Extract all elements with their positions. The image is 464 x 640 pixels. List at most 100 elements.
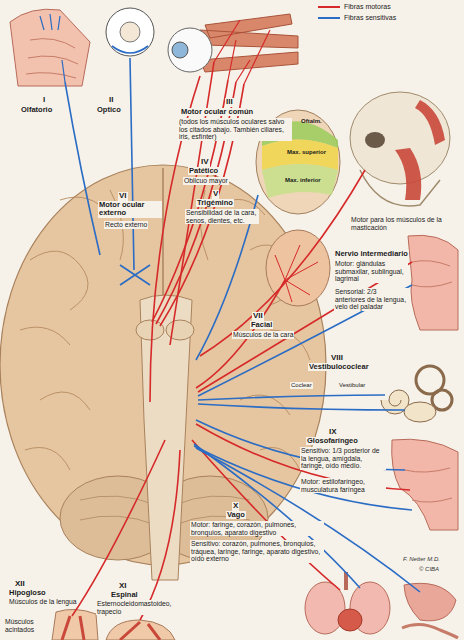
nasal-cavity-part — [10, 9, 90, 86]
inner-ear-part — [432, 390, 452, 410]
nerve-function: Motor para los músculos de la masticació… — [350, 216, 452, 231]
nerve-number: IX — [328, 428, 338, 437]
nerve-name: Optico — [96, 106, 122, 114]
nerve-number: II — [108, 96, 114, 105]
nerve-name: Motor ocular externo — [98, 201, 162, 218]
neck-muscles-part — [52, 609, 98, 640]
region-label: Músculos acintados — [4, 618, 50, 633]
eye-part — [120, 22, 140, 42]
eye-part — [112, 46, 148, 53]
nerve-fibers-part — [198, 395, 405, 410]
nerve-number: VII — [252, 312, 264, 321]
nerve-function: Músculos de la lengua — [8, 598, 78, 606]
nerve-name: Olfatorio — [20, 106, 53, 114]
legend-text: Fibras sensitivas — [344, 14, 396, 22]
brain-part — [166, 320, 194, 340]
nerve-function: Motor: faringe, corazón, pulmones, bronq… — [190, 521, 324, 536]
signature: © CIBA — [418, 566, 440, 573]
thorax-organs-part — [404, 583, 456, 621]
thorax-organs-part — [338, 609, 362, 631]
nerve-name: Nervio intermediario — [334, 250, 409, 258]
nerve-name: Hipogloso — [8, 589, 47, 597]
nerve-fibers-part — [72, 440, 165, 616]
nerve-number: I — [42, 96, 46, 105]
nerve-function: Motor: glándulas submaxilar, sublingual,… — [334, 260, 408, 283]
nerve-name: Facial — [250, 321, 273, 329]
skull-part — [360, 170, 440, 206]
nerve-function: Sensibilidad de la cara, senos, dientes,… — [185, 209, 259, 224]
pharynx-part — [392, 439, 458, 530]
nerve-function: Oblicuo mayor — [183, 177, 229, 185]
nerve-fibers-part — [196, 448, 420, 592]
line-sample — [318, 6, 340, 8]
nerve-number: X — [232, 502, 239, 511]
skull-part — [395, 100, 445, 200]
nerve-name: Motor ocular común — [180, 108, 254, 116]
nerve-fibers-part — [198, 285, 412, 396]
nerve-fibers-part — [130, 58, 134, 270]
oral-cavity-part — [412, 261, 452, 287]
nerve-fibers-part — [120, 265, 150, 285]
nerve-fibers-part — [194, 446, 412, 510]
nasal-cavity — [10, 9, 90, 86]
nerve-name: Trigémino — [196, 199, 234, 207]
nerve-fibers — [65, 58, 420, 620]
pharynx — [392, 439, 458, 530]
nasal-cavity-part — [40, 14, 65, 82]
legend-item: Fibras sensitivas — [318, 14, 396, 22]
nerve-function: (todos los músculos oculares salvo los c… — [178, 118, 292, 141]
eye — [106, 8, 154, 56]
inner-ear — [381, 366, 452, 422]
pharynx-part — [405, 468, 452, 502]
nerve-function: Sensorial: 2/3 anteriores de la lengua, … — [334, 288, 408, 311]
nerve-name: Patético — [188, 167, 219, 175]
signature: F. Netter M.D. — [402, 556, 441, 563]
oral-cavity-part — [408, 235, 458, 330]
nerve-number: VIII — [330, 354, 344, 363]
inner-ear-part — [404, 402, 436, 422]
branch-label: Coclear — [290, 382, 313, 389]
face-part — [275, 245, 318, 302]
nerve-function: Esternocleidomastoideo, trapecio — [96, 600, 190, 615]
branch-label: Vestibular — [338, 382, 366, 389]
nerve-number: III — [225, 98, 234, 107]
oral-cavity — [408, 235, 458, 330]
nerve-function: Sensitivo: corazón, pulmones, bronquios,… — [190, 540, 324, 563]
thorax-organs-part — [402, 624, 458, 638]
line-sample — [318, 17, 340, 19]
trigeminal-head-part — [262, 164, 338, 198]
nerve-number: IV — [200, 158, 210, 167]
nerve-name: Espinal — [110, 591, 139, 599]
nerve-number: VI — [118, 192, 128, 201]
nerve-function: Motor: estilofaríngeo, musculatura farín… — [300, 478, 386, 493]
nerve-fibers-part — [152, 80, 244, 326]
nerve-number: XII — [14, 580, 26, 589]
skull-part — [365, 132, 385, 148]
nerve-function: Recto externo — [104, 221, 148, 229]
nerve-fibers-part — [65, 82, 100, 255]
nerve-function: Músculos de la cara — [232, 331, 294, 339]
region-label: Max. superior — [286, 149, 327, 156]
region-label: Oftalm. — [300, 118, 323, 125]
orbit-muscles-part — [168, 28, 212, 72]
nerve-name: Vago — [226, 511, 246, 519]
orbit-muscles — [168, 14, 298, 84]
nerve-name: Vestibulococlear — [308, 363, 370, 371]
nasal-cavity-part — [26, 39, 78, 78]
neck-muscles-part — [62, 616, 84, 640]
region-label: Max. inferior — [284, 177, 322, 184]
neck-muscles-part — [106, 620, 175, 640]
nerve-number: V — [212, 190, 219, 199]
eye-part — [106, 8, 154, 56]
neck-muscles-part — [120, 622, 160, 640]
orbit-muscles-part — [172, 42, 188, 58]
nerve-name: Glosofaríngeo — [306, 437, 359, 445]
thorax-organs — [305, 572, 458, 638]
nerve-fibers-part — [140, 450, 180, 620]
nerve-function: Sensitivo: 1/3 posterior de la lengua, a… — [300, 447, 386, 470]
orbit-muscles-part — [200, 14, 298, 72]
legend-text: Fibras motoras — [344, 3, 391, 11]
legend-item: Fibras motoras — [318, 3, 391, 11]
orbit-muscles-part — [214, 20, 270, 84]
